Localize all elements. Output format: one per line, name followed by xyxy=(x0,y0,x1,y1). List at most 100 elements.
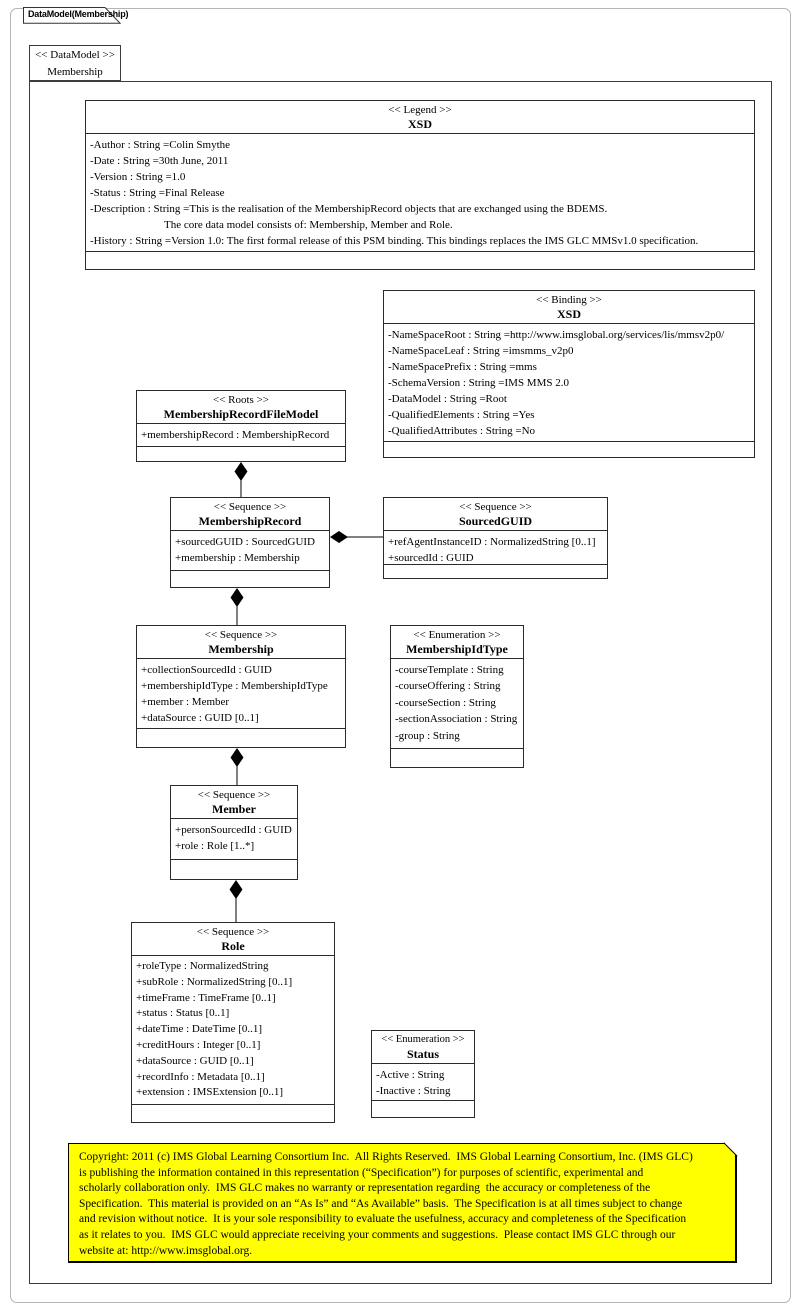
class-sourced-guid: << Sequence >> SourcedGUID +refAgentInst… xyxy=(383,497,608,579)
class-header: << Roots >> MembershipRecordFileModel xyxy=(137,391,345,424)
attribute-line: -group : String xyxy=(395,729,460,742)
attribute-line: +subRole : NormalizedString [0..1] xyxy=(136,975,293,988)
class-name: MembershipRecordFileModel xyxy=(163,407,319,421)
stereotype-label: << Legend >> xyxy=(388,104,452,116)
attribute-line: +dateTime : DateTime [0..1] xyxy=(136,1023,263,1036)
class-header: << Sequence >> Member xyxy=(171,786,297,819)
class-header: << Legend >> XSD xyxy=(86,101,754,134)
class-header: << Sequence >> MembershipRecord xyxy=(171,498,329,531)
attributes-compartment: -NameSpaceRoot : String =http://www.imsg… xyxy=(384,324,754,441)
class-member: << Sequence >> Member +personSourcedId :… xyxy=(170,785,298,880)
attribute-line: -courseTemplate : String xyxy=(395,664,504,676)
class-header: << Enumeration >> MembershipIdType xyxy=(391,626,523,659)
stereotype-label: << Sequence >> xyxy=(204,629,278,641)
stereotype-label: << Roots >> xyxy=(213,394,269,406)
attribute-line: -QualifiedAttributes : String =No xyxy=(388,425,536,437)
operations-compartment xyxy=(86,251,754,269)
attribute-line: -NameSpacePrefix : String =mms xyxy=(388,361,537,373)
attribute-line: +membershipRecord : MembershipRecord xyxy=(141,429,330,441)
class-role: << Sequence >> Role +roleType : Normaliz… xyxy=(131,922,335,1123)
attribute-line: -Author : String =Colin Smythe xyxy=(90,139,231,151)
stereotype-label: << Enumeration >> xyxy=(381,1034,465,1045)
class-name: SourcedGUID xyxy=(458,514,533,528)
attribute-line: -Description : String =This is the reali… xyxy=(90,203,608,215)
diagram-title-tab: DataModel(Membership) xyxy=(23,7,129,24)
operations-compartment xyxy=(391,748,523,767)
attribute-line: -Active : String xyxy=(376,1069,445,1081)
attribute-line: +creditHours : Integer [0..1] xyxy=(136,1038,261,1051)
attribute-line: +recordInfo : Metadata [0..1] xyxy=(136,1070,265,1083)
attributes-compartment: +collectionSourcedId : GUID +membershipI… xyxy=(137,659,345,728)
attribute-line: -DataModel : String =Root xyxy=(388,393,507,405)
attribute-line: +dataSource : GUID [0..1] xyxy=(141,712,259,724)
operations-compartment xyxy=(384,564,607,578)
class-header: << Sequence >> Role xyxy=(132,923,334,956)
stereotype-label: << Enumeration >> xyxy=(413,629,501,641)
attribute-line: -courseSection : String xyxy=(395,696,496,709)
attribute-line: +personSourcedId : GUID xyxy=(175,824,292,836)
note-text-line: is publishing the information contained … xyxy=(79,1166,644,1179)
class-membership-record: << Sequence >> MembershipRecord +sourced… xyxy=(170,497,330,588)
class-header: << Enumeration >> Status xyxy=(372,1031,474,1064)
package-header: << DataModel >> Membership xyxy=(29,45,121,81)
attribute-line: +member : Member xyxy=(141,696,230,708)
class-membership: << Sequence >> Membership +collectionSou… xyxy=(136,625,346,748)
stereotype-label: << Sequence >> xyxy=(196,926,270,938)
operations-compartment xyxy=(132,1104,334,1122)
attribute-line: +timeFrame : TimeFrame [0..1] xyxy=(136,991,276,1004)
class-name: Role xyxy=(221,939,245,953)
operations-compartment xyxy=(137,446,345,461)
attribute-line: +roleType : NormalizedString xyxy=(136,960,269,972)
attribute-line: -NameSpaceRoot : String =http://www.imsg… xyxy=(388,329,725,341)
note-text-line: as it relates to you. IMS GLC would appr… xyxy=(79,1228,676,1241)
attributes-compartment: +sourcedGUID : SourcedGUID +membership :… xyxy=(171,531,329,570)
attributes-compartment: +refAgentInstanceID : NormalizedString [… xyxy=(384,531,607,564)
attribute-line: +dataSource : GUID [0..1] xyxy=(136,1054,254,1067)
attributes-compartment: -Author : String =Colin Smythe -Date : S… xyxy=(86,134,754,251)
stereotype-label: << Sequence >> xyxy=(213,501,287,513)
attribute-line: -Version : String =1.0 xyxy=(90,171,186,183)
attribute-line: +sourcedGUID : SourcedGUID xyxy=(175,536,316,548)
class-legend: << Legend >> XSD -Author : String =Colin… xyxy=(85,100,755,270)
attribute-line: -sectionAssociation : String xyxy=(395,713,518,726)
attribute-line: +status : Status [0..1] xyxy=(136,1007,230,1020)
class-membership-record-file-model: << Roots >> MembershipRecordFileModel +m… xyxy=(136,390,346,462)
class-name: MembershipRecord xyxy=(198,514,302,528)
attribute-line: +collectionSourcedId : GUID xyxy=(141,664,272,676)
class-name: XSD xyxy=(407,117,432,131)
attribute-line: +membershipIdType : MembershipIdType xyxy=(141,680,328,692)
attribute-line: -Status : String =Final Release xyxy=(90,187,225,199)
class-name: XSD xyxy=(556,307,581,321)
operations-compartment xyxy=(372,1100,474,1117)
class-name: Member xyxy=(212,802,256,816)
attribute-line: +sourcedId : GUID xyxy=(388,552,474,564)
diagram-frame xyxy=(10,8,791,1303)
attribute-line: -QualifiedElements : String =Yes xyxy=(388,409,535,421)
class-name: MembershipIdType xyxy=(406,642,508,656)
note-body: Copyright: 2011 (c) IMS Global Learning … xyxy=(68,1143,737,1263)
diagram-title: DataModel(Membership) xyxy=(28,9,129,19)
operations-compartment xyxy=(384,441,754,457)
note-text-line: Specification. This material is provided… xyxy=(79,1197,683,1210)
attribute-line: -NameSpaceLeaf : String =imsmms_v2p0 xyxy=(388,345,574,357)
note-text-line: Copyright: 2011 (c) IMS Global Learning … xyxy=(79,1151,693,1163)
attribute-line: -History : String =Version 1.0: The firs… xyxy=(90,235,699,247)
attribute-line: -courseOffering : String xyxy=(395,680,501,693)
class-name: Membership xyxy=(208,642,274,656)
stereotype-label: << Sequence >> xyxy=(197,789,271,801)
attribute-line: -SchemaVersion : String =IMS MMS 2.0 xyxy=(388,377,569,389)
class-name: Status xyxy=(406,1047,439,1061)
operations-compartment xyxy=(137,728,345,747)
operations-compartment xyxy=(171,570,329,587)
attribute-line: The core data model consists of: Members… xyxy=(164,219,453,231)
stereotype-label: << Sequence >> xyxy=(459,501,532,513)
note-text-line: scholarly collaboration only. IMS GLC ma… xyxy=(79,1182,651,1195)
stereotype-label: << Binding >> xyxy=(536,294,602,306)
package-name: Membership xyxy=(47,66,103,78)
class-binding: << Binding >> XSD -NameSpaceRoot : Strin… xyxy=(383,290,755,458)
attribute-line: -Date : String =30th June, 2011 xyxy=(90,155,229,167)
attributes-compartment: +personSourcedId : GUID +role : Role [1.… xyxy=(171,819,297,859)
attribute-line: +membership : Membership xyxy=(175,552,300,564)
note-text-line: website at: http://www.imsglobal.org. xyxy=(79,1244,253,1257)
attribute-line: +refAgentInstanceID : NormalizedString [… xyxy=(388,536,596,548)
